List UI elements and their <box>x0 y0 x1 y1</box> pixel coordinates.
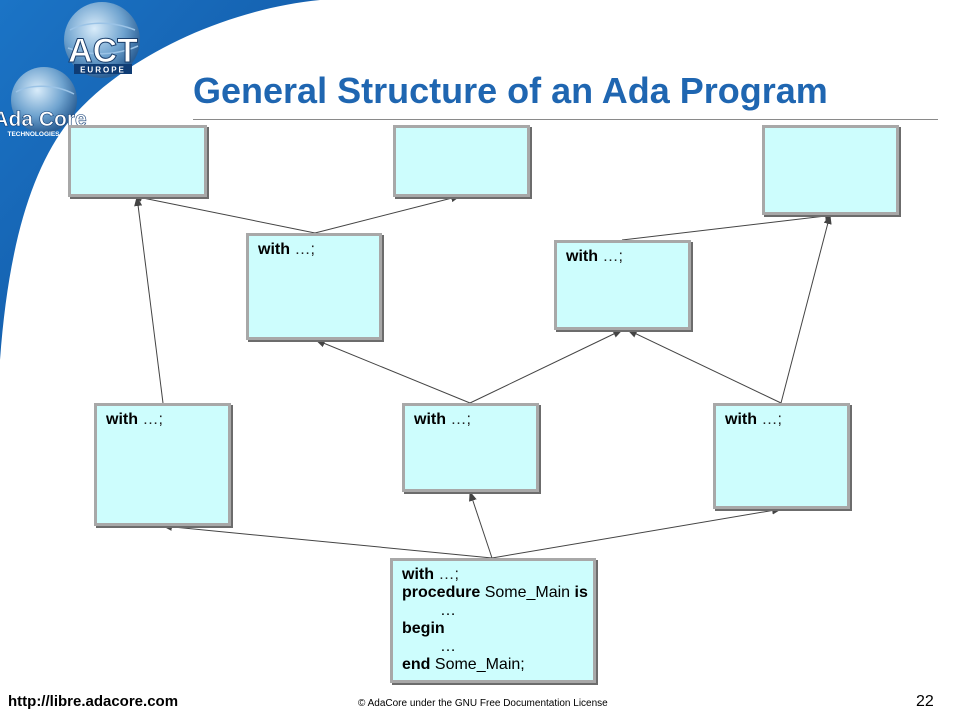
main-procedure-box: with …; procedure Some_Main is … begin …… <box>390 558 596 683</box>
end-line: end Some_Main; <box>402 656 593 674</box>
with-keyword: with <box>725 411 757 428</box>
globe-icon <box>11 67 77 133</box>
with-ellipsis: …; <box>602 248 623 265</box>
is-keyword: is <box>574 584 588 601</box>
unit-box-low-right: with …; <box>713 403 850 509</box>
arrow-main-to-d <box>162 522 493 559</box>
footer-license: © AdaCore under the GNU Free Documentati… <box>358 698 608 709</box>
unit-box-low-middle: with …; <box>402 403 539 492</box>
adacore-logo: Ada Core TECHNOLOGIES,INC <box>0 67 87 138</box>
with-keyword: with <box>402 566 434 583</box>
act-europe-logo: ACT EUROPE <box>64 2 140 78</box>
unit-box-mid-right: with …; <box>554 240 691 330</box>
page-number: 22 <box>916 693 934 710</box>
with-clause: with …; <box>566 247 688 266</box>
with-ellipsis: …; <box>450 411 471 428</box>
page-title: General Structure of an Ada Program <box>193 70 828 111</box>
with-clause: with …; <box>106 410 228 429</box>
with-ellipsis: …; <box>761 411 782 428</box>
main-with-clause: with …; <box>402 566 593 584</box>
with-clause: with …; <box>414 410 536 429</box>
corner-swoosh <box>0 0 320 360</box>
begin-keyword: begin <box>402 620 445 637</box>
arrow-main-to-e <box>469 491 493 559</box>
arrow-b-to-l2 <box>314 194 461 234</box>
with-clause: with …; <box>258 240 379 259</box>
adacore-logo-text: Ada Core <box>0 108 87 131</box>
arrow-c-to-l3 <box>621 212 835 241</box>
arrow-main-to-f <box>491 506 782 559</box>
with-clause: with …; <box>725 410 847 429</box>
with-ellipsis: …; <box>294 241 315 258</box>
unit-box-mid-left: with …; <box>246 233 382 340</box>
act-logo-subtext: EUROPE <box>80 66 126 75</box>
statements-ellipsis: … <box>440 638 456 655</box>
corner-decoration: ACT EUROPE Ada Core TECHNOLOGIES,INC <box>0 0 320 360</box>
arrow-e-to-c <box>469 329 623 404</box>
with-keyword: with <box>566 248 598 265</box>
end-name: Some_Main; <box>434 656 525 673</box>
unit-box-low-left: with …; <box>94 403 231 526</box>
globe-icon <box>64 2 140 78</box>
declarations-ellipsis: … <box>440 602 456 619</box>
arrow-e-to-b <box>315 339 471 404</box>
unit-box-top-middle <box>393 125 530 197</box>
unit-box-top-left <box>68 125 207 197</box>
adacore-logo-subtext: TECHNOLOGIES,INC <box>7 131 72 138</box>
arrow-f-to-l3 <box>780 214 832 404</box>
footer-url: http://libre.adacore.com <box>8 693 179 710</box>
with-keyword: with <box>414 411 446 428</box>
with-keyword: with <box>258 241 290 258</box>
title-underline <box>193 119 938 120</box>
with-ellipsis: …; <box>438 566 459 583</box>
arrow-f-to-c <box>627 329 782 404</box>
arrow-d-to-l1 <box>134 196 164 404</box>
procedure-line: procedure Some_Main is <box>402 584 593 602</box>
unit-box-top-right <box>762 125 899 215</box>
arrow-b-to-l1 <box>132 193 316 234</box>
end-keyword: end <box>402 656 431 673</box>
with-keyword: with <box>106 411 138 428</box>
with-ellipsis: …; <box>142 411 163 428</box>
procedure-name: Some_Main <box>484 584 571 601</box>
procedure-keyword: procedure <box>402 584 481 601</box>
